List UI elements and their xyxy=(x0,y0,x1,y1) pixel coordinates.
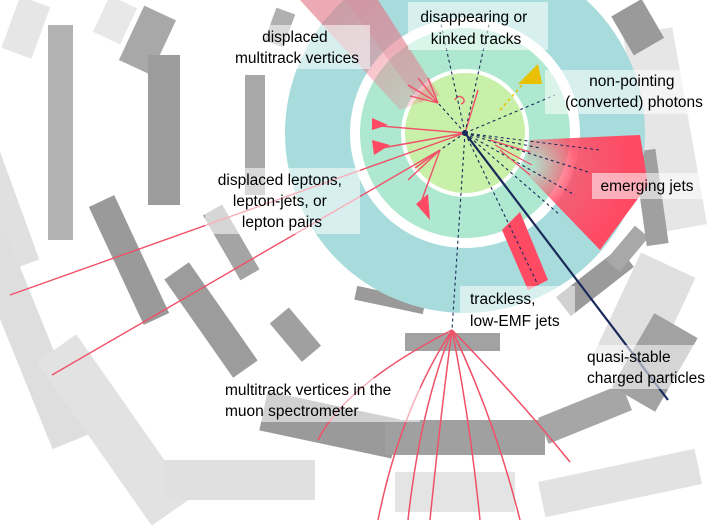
muon-chamber xyxy=(354,285,426,315)
interaction-point xyxy=(462,130,468,136)
label-quasi-stable: quasi-stable charged particles xyxy=(587,349,705,387)
label-backgrounds xyxy=(205,2,724,422)
label-muon-vertices: multitrack vertices in the muon spectrom… xyxy=(225,382,396,420)
muon-chamber xyxy=(164,262,258,378)
muon-vertex-tracks xyxy=(317,329,571,521)
muon-chamber xyxy=(538,448,702,518)
label-trackless-jets: trackless, low-EMF jets xyxy=(470,291,560,330)
muon-chamber xyxy=(118,5,176,75)
muon-chamber xyxy=(611,0,665,56)
muon-chamber xyxy=(269,307,322,362)
muon-chamber xyxy=(395,472,515,512)
muon-chamber xyxy=(605,225,649,272)
muon-chamber xyxy=(48,25,73,240)
muon-chamber xyxy=(245,75,265,195)
muon-chamber xyxy=(385,420,545,455)
muon-chamber xyxy=(165,460,315,500)
label-non-pointing-photons: non-pointing (converted) photons xyxy=(565,73,703,111)
emerging-jets xyxy=(464,132,648,250)
muon-chambers xyxy=(0,0,707,525)
muon-chamber xyxy=(538,384,632,444)
photon-wedge xyxy=(518,64,542,84)
label-disappearing-tracks: disappearing or kinked tracks xyxy=(420,9,531,48)
label-emerging-jets: emerging jets xyxy=(600,178,693,195)
label-displaced-vertices: displaced multitrack vertices xyxy=(235,29,359,67)
muon-chamber xyxy=(0,230,88,450)
muon-chamber xyxy=(88,195,170,325)
tracks xyxy=(9,77,479,376)
muon-chamber xyxy=(1,0,51,59)
labels: displaced multitrack vertices disappeari… xyxy=(218,9,705,420)
lepton-wedge xyxy=(416,194,430,220)
muon-chamber xyxy=(92,0,138,45)
trackless-jet-cone xyxy=(502,212,548,290)
label-displaced-leptons: displaced leptons, lepton-jets, or lepto… xyxy=(218,172,346,231)
muon-chamber xyxy=(36,334,192,525)
lepton-wedge xyxy=(372,118,388,130)
muon-chamber xyxy=(0,146,40,274)
photon-track xyxy=(499,75,531,111)
muon-chamber xyxy=(148,55,180,205)
muon-chamber xyxy=(405,333,500,351)
lepton-wedge xyxy=(372,140,390,155)
emerging-jet-cone xyxy=(525,135,648,250)
